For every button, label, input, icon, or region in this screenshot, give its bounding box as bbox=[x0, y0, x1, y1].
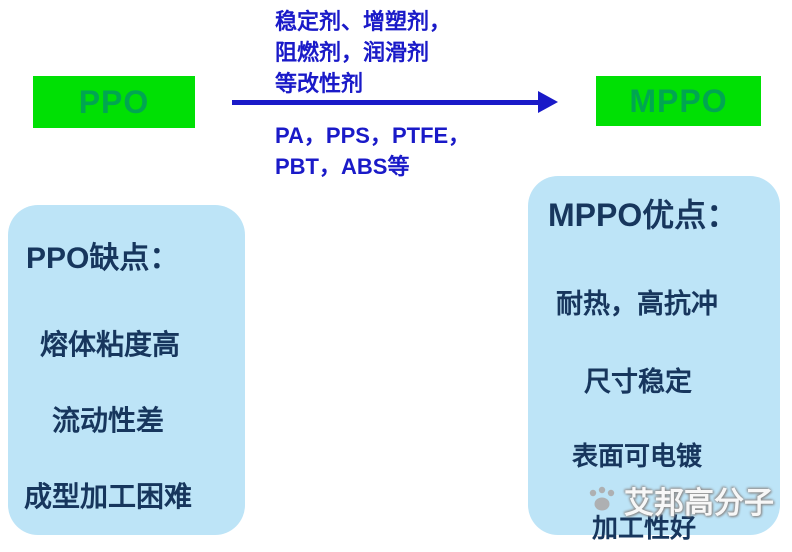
ppo-drawback-item: 成型加工困难 bbox=[24, 481, 193, 512]
blend-polymers-text: PA，PPS，PTFE， PBT，ABS等 bbox=[275, 120, 470, 182]
flow-arrow-line bbox=[232, 100, 540, 105]
modifiers-text: 稳定剂、增塑剂， 阻燃剂，润滑剂 等改性剂 bbox=[275, 6, 451, 99]
mppo-advantages-panel: MPPO优点： 耐热，高抗冲 尺寸稳定 表面可电镀 加工性好 bbox=[528, 176, 780, 543]
ppo-drawback-item: 熔体粘度高 bbox=[40, 329, 181, 360]
ppo-drawbacks-panel: PPO缺点： 熔体粘度高 流动性差 成型加工困难 bbox=[8, 205, 245, 535]
modifiers-line-1: 稳定剂、增塑剂， bbox=[275, 9, 452, 34]
mppo-label: MPPO bbox=[629, 82, 728, 119]
modifiers-line-3: 等改性剂 bbox=[275, 71, 364, 96]
flow-arrow-head-icon bbox=[538, 91, 558, 113]
blend-polymers-line-2: PBT，ABS等 bbox=[275, 154, 410, 179]
modifiers-line-2: 阻燃剂，润滑剂 bbox=[275, 40, 430, 65]
mppo-advantages-title: MPPO优点： bbox=[548, 197, 739, 233]
ppo-drawback-item: 流动性差 bbox=[52, 405, 165, 436]
mppo-box: MPPO bbox=[596, 76, 761, 126]
paw-logo-icon bbox=[589, 486, 615, 511]
ppo-drawbacks-title: PPO缺点： bbox=[26, 242, 180, 275]
blend-polymers-line-1: PA，PPS，PTFE， bbox=[275, 123, 471, 148]
mppo-advantage-item: 尺寸稳定 bbox=[584, 367, 692, 397]
ppo-label: PPO bbox=[78, 83, 150, 120]
mppo-advantage-item: 加工性好 bbox=[592, 513, 697, 543]
mppo-advantage-item: 表面可电镀 bbox=[572, 441, 703, 471]
ppo-box: PPO bbox=[33, 76, 195, 128]
mppo-advantage-item: 耐热，高抗冲 bbox=[556, 289, 718, 319]
watermark-text: 艾邦高分子 bbox=[624, 487, 774, 520]
watermark: 艾邦高分子 bbox=[586, 478, 774, 522]
